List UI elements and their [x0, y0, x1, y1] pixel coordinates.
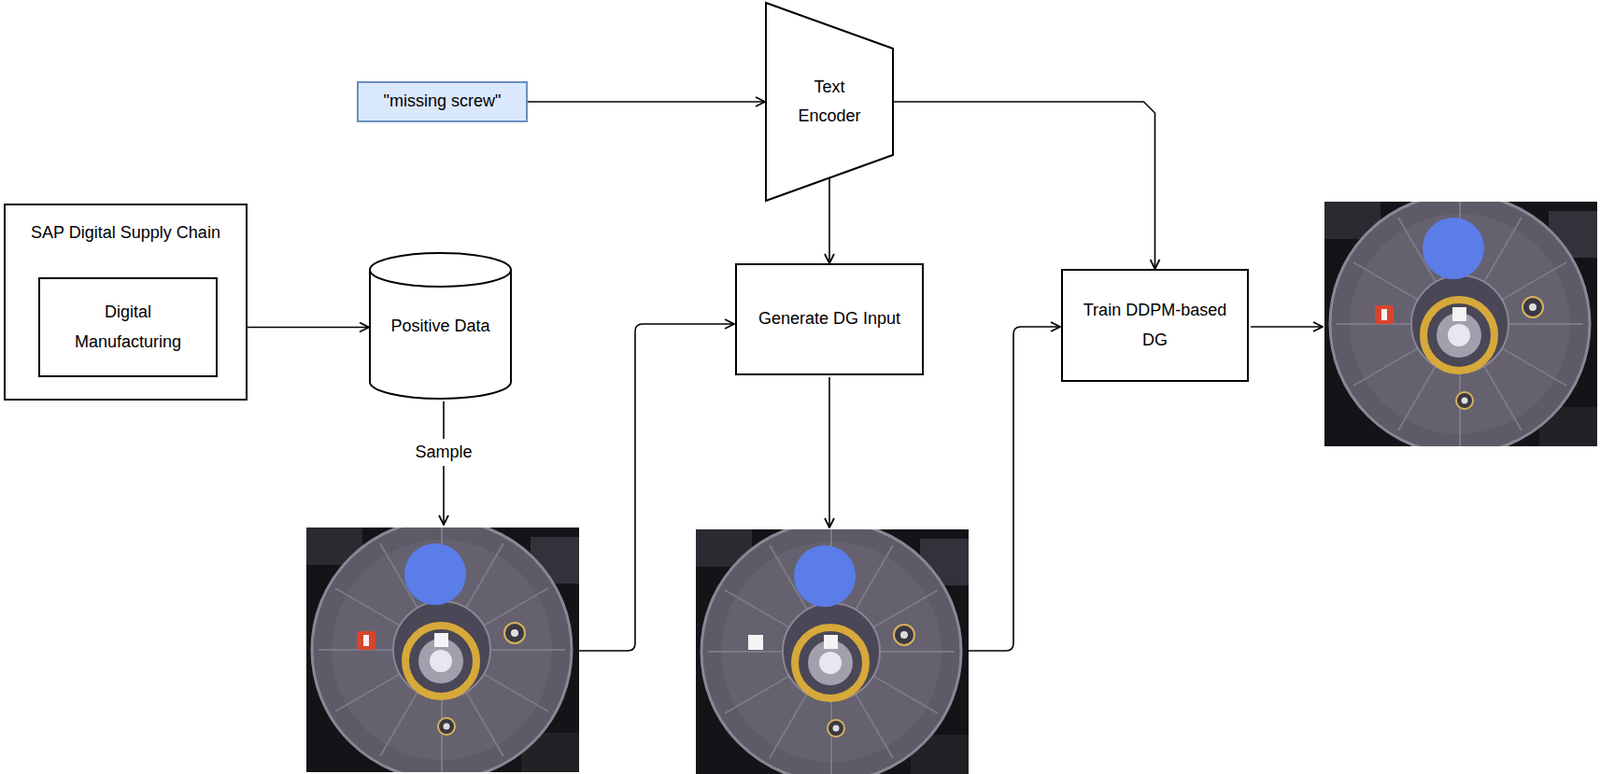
node-text: Digital Manufacturing — [57, 297, 199, 357]
trapezoid-outline — [765, 2, 893, 201]
prompt-box: "missing screw" — [356, 81, 528, 123]
node-text: Generate DG Input — [758, 304, 901, 335]
part-photo — [306, 520, 580, 774]
part-photo — [695, 522, 969, 774]
node-text: "missing screw" — [383, 86, 502, 117]
cylinder-outline — [369, 253, 511, 399]
database-cylinder: Positive Data — [368, 253, 512, 400]
node-text: Text Encoder — [787, 72, 872, 132]
node-text: Positive Data — [390, 311, 490, 342]
part-photo — [1324, 194, 1598, 454]
node-text: Train DDPM-based DG — [1080, 296, 1231, 355]
encoder-trapezoid: Text Encoder — [764, 1, 894, 202]
process-box: Train DDPM-based DG — [1061, 269, 1249, 383]
flow-arrow — [828, 377, 831, 528]
process-box: Digital Manufacturing — [38, 277, 218, 378]
flow-arrow — [1250, 325, 1323, 328]
flow-arrow — [579, 324, 735, 652]
mask-square — [748, 635, 764, 651]
screw-head — [1381, 309, 1388, 321]
defect-marker — [356, 631, 376, 651]
flow-line — [442, 401, 445, 439]
flow-arrow — [527, 100, 765, 103]
flow-arrow — [967, 326, 1061, 652]
node-text: SAP Digital Supply Chain — [30, 218, 221, 249]
trapezoid-outline — [764, 1, 894, 202]
process-box: Generate DG Input — [735, 263, 924, 376]
screw-head — [363, 635, 369, 647]
system-group: Digital Manufacturing SAP Digital Supply … — [3, 203, 248, 401]
flow-arrow — [893, 101, 1156, 270]
defect-marker — [1374, 305, 1394, 325]
cylinder-rim — [369, 269, 511, 287]
step-label: Sample — [410, 441, 476, 464]
flow-arrow — [828, 178, 831, 264]
flow-arrow — [442, 466, 445, 525]
